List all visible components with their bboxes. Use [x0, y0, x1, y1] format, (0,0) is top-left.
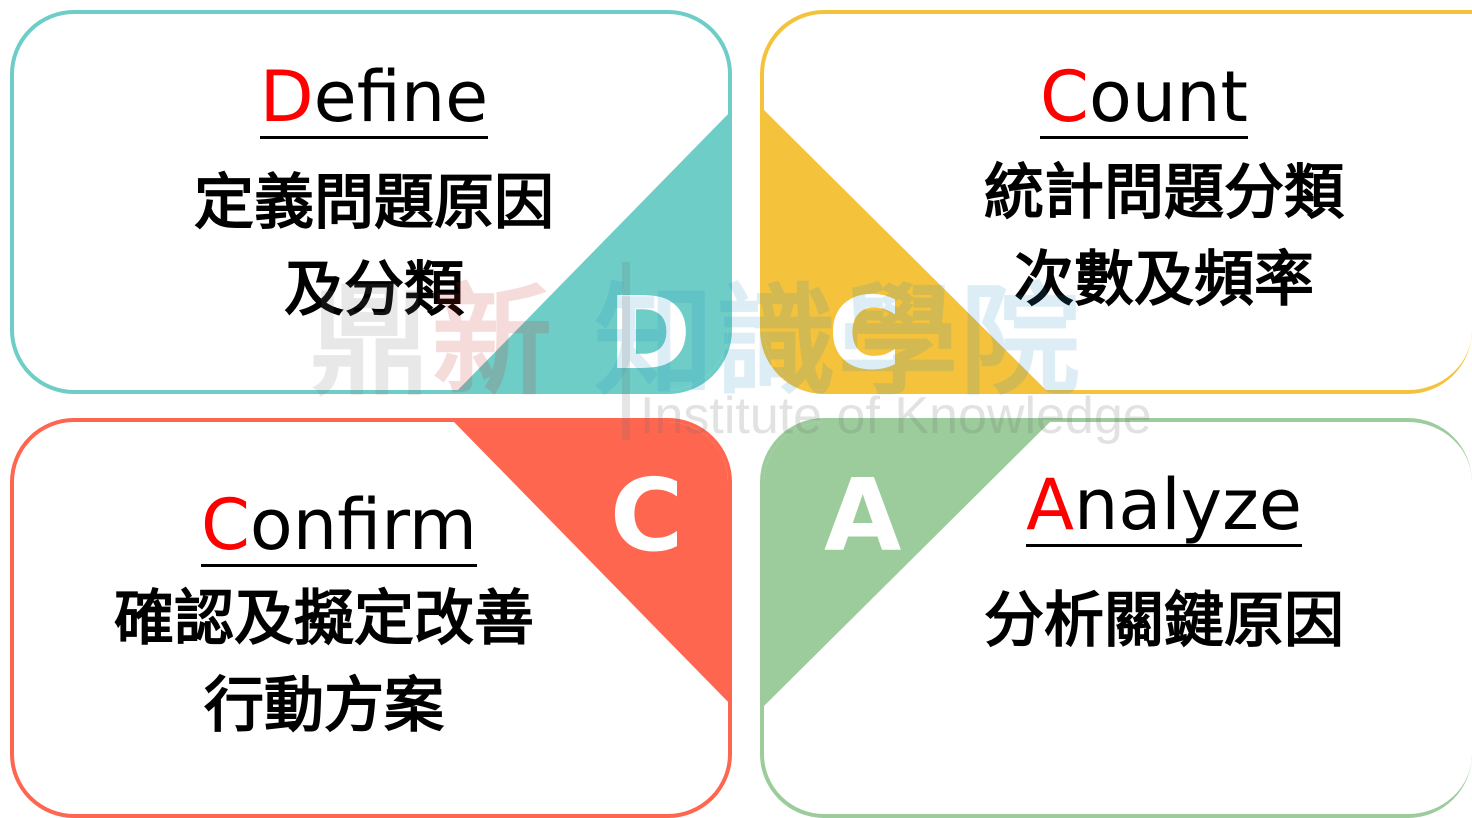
- define-title-first-letter: D: [259, 56, 314, 138]
- count-triangle: [764, 110, 1046, 390]
- analyze-letter: A: [824, 457, 902, 574]
- confirm-panel: C Confirm 確認及擬定改善 行動方案: [10, 418, 732, 818]
- define-title: Define: [259, 62, 489, 139]
- analyze-panel: A Analyze 分析關鍵原因: [760, 418, 1472, 818]
- define-panel: D Define 定義問題原因 及分類: [10, 10, 732, 394]
- confirm-title-first-letter: C: [201, 484, 250, 566]
- confirm-title: Confirm: [201, 490, 477, 567]
- count-panel: C Count 統計問題分類 次數及頻率: [760, 10, 1472, 394]
- define-letter: D: [608, 275, 692, 392]
- define-description: 定義問題原因 及分類: [194, 168, 554, 325]
- analyze-title-rest: nalyze: [1073, 464, 1302, 546]
- analyze-title: Analyze: [1026, 470, 1302, 547]
- confirm-letter: C: [610, 457, 684, 574]
- count-title: Count: [1040, 62, 1248, 139]
- count-letter: C: [828, 275, 902, 392]
- analyze-title-first-letter: A: [1026, 464, 1074, 546]
- confirm-triangle: [454, 422, 728, 702]
- count-title-first-letter: C: [1040, 56, 1089, 138]
- count-description: 統計問題分類 次數及頻率: [984, 158, 1344, 315]
- confirm-title-rest: onfirm: [249, 484, 477, 566]
- define-title-rest: efine: [313, 56, 489, 138]
- count-title-rest: ount: [1088, 56, 1248, 138]
- confirm-description: 確認及擬定改善 行動方案: [114, 584, 534, 741]
- analyze-description: 分析關鍵原因: [984, 586, 1344, 656]
- define-triangle: [457, 114, 728, 390]
- analyze-triangle: [764, 422, 1050, 706]
